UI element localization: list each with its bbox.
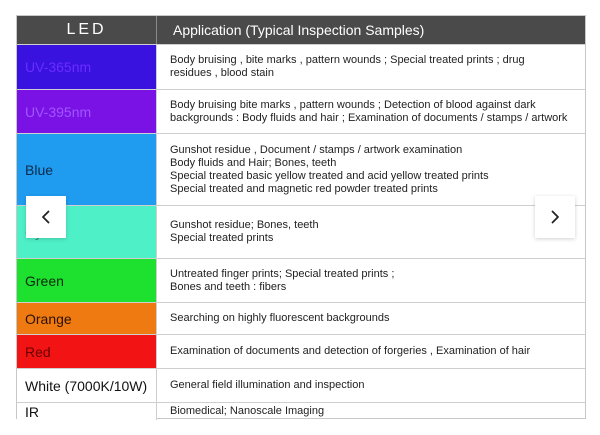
application-line: Special treated and magnetic red powder … (170, 182, 438, 195)
application-line: Biomedical; Nanoscale Imaging (170, 405, 325, 417)
application-line: Untreated finger prints; Special treated… (170, 267, 395, 280)
application-line: Bones and teeth : fibers (170, 280, 287, 293)
application-line: residues , blood stain (170, 67, 274, 79)
application-line: Body fluids and Hair; Bones, teeth (170, 156, 337, 169)
header-led: LED (17, 16, 157, 44)
application-cell: Body bruising , bite marks , pattern wou… (170, 45, 582, 89)
application-line: Special treated basic yellow treated and… (170, 169, 489, 182)
table-row: Blue Gunshot residue , Document / stamps … (17, 133, 585, 205)
led-cell: UV-365nm (17, 45, 157, 89)
application-line: Body bruising , bite marks , pattern wou… (170, 54, 525, 66)
led-cell: IR (17, 403, 157, 420)
application-line: General field illumination and inspectio… (170, 379, 365, 391)
table-row: Red Examination of documents and detectio… (17, 334, 585, 368)
application-cell: General field illumination and inspectio… (170, 369, 582, 402)
header-application: Application (Typical Inspection Samples) (173, 22, 425, 38)
led-cell: UV-395nm (17, 90, 157, 133)
application-cell: Searching on highly fluorescent backgrou… (170, 303, 582, 334)
application-line: Searching on highly fluorescent backgrou… (170, 312, 390, 324)
led-cell: Green (17, 259, 157, 302)
led-cell: Red (17, 335, 157, 368)
led-cell: Blue (17, 134, 157, 205)
application-line: Body bruising bite marks , pattern wound… (170, 98, 536, 111)
carousel-prev-button[interactable] (26, 196, 66, 238)
table-row: Green Untreated finger prints; Special tr… (17, 258, 585, 302)
table-header: LED Application (Typical Inspection Samp… (17, 16, 585, 44)
application-cell: Untreated finger prints; Special treated… (170, 259, 582, 302)
table-row: White (7000K/10W) General field illuminat… (17, 368, 585, 402)
application-line: Gunshot residue , Document / stamps / ar… (170, 143, 463, 156)
application-cell: Body bruising bite marks , pattern wound… (170, 90, 582, 133)
table-row: CyanGunshot residue; Bones, teethSpecial… (17, 205, 585, 258)
chevron-right-icon (551, 210, 559, 224)
application-line: Special treated prints (170, 232, 274, 244)
carousel-next-button[interactable] (535, 196, 575, 238)
table-row: UV-395nm Body bruising bite marks , patte… (17, 89, 585, 133)
table-row: UV-365nm Body bruising , bite marks , pat… (17, 44, 585, 89)
table-row: IR Biomedical; Nanoscale Imaging (17, 402, 585, 420)
led-application-table: LED Application (Typical Inspection Samp… (16, 15, 586, 420)
table-row: Orange Searching on highly fluorescent ba… (17, 302, 585, 334)
application-line: Examination of documents and detection o… (170, 345, 531, 357)
chevron-left-icon (42, 210, 50, 224)
application-line: Gunshot residue; Bones, teeth (170, 219, 319, 231)
led-cell: White (7000K/10W) (17, 369, 157, 402)
application-line: backgrounds : Body fluids and hair ; Exa… (170, 111, 568, 124)
led-cell: Orange (17, 303, 157, 334)
application-cell: Biomedical; Nanoscale Imaging (170, 403, 582, 420)
application-cell: Examination of documents and detection o… (170, 335, 582, 368)
application-cell: Gunshot residue , Document / stamps / ar… (170, 134, 582, 205)
